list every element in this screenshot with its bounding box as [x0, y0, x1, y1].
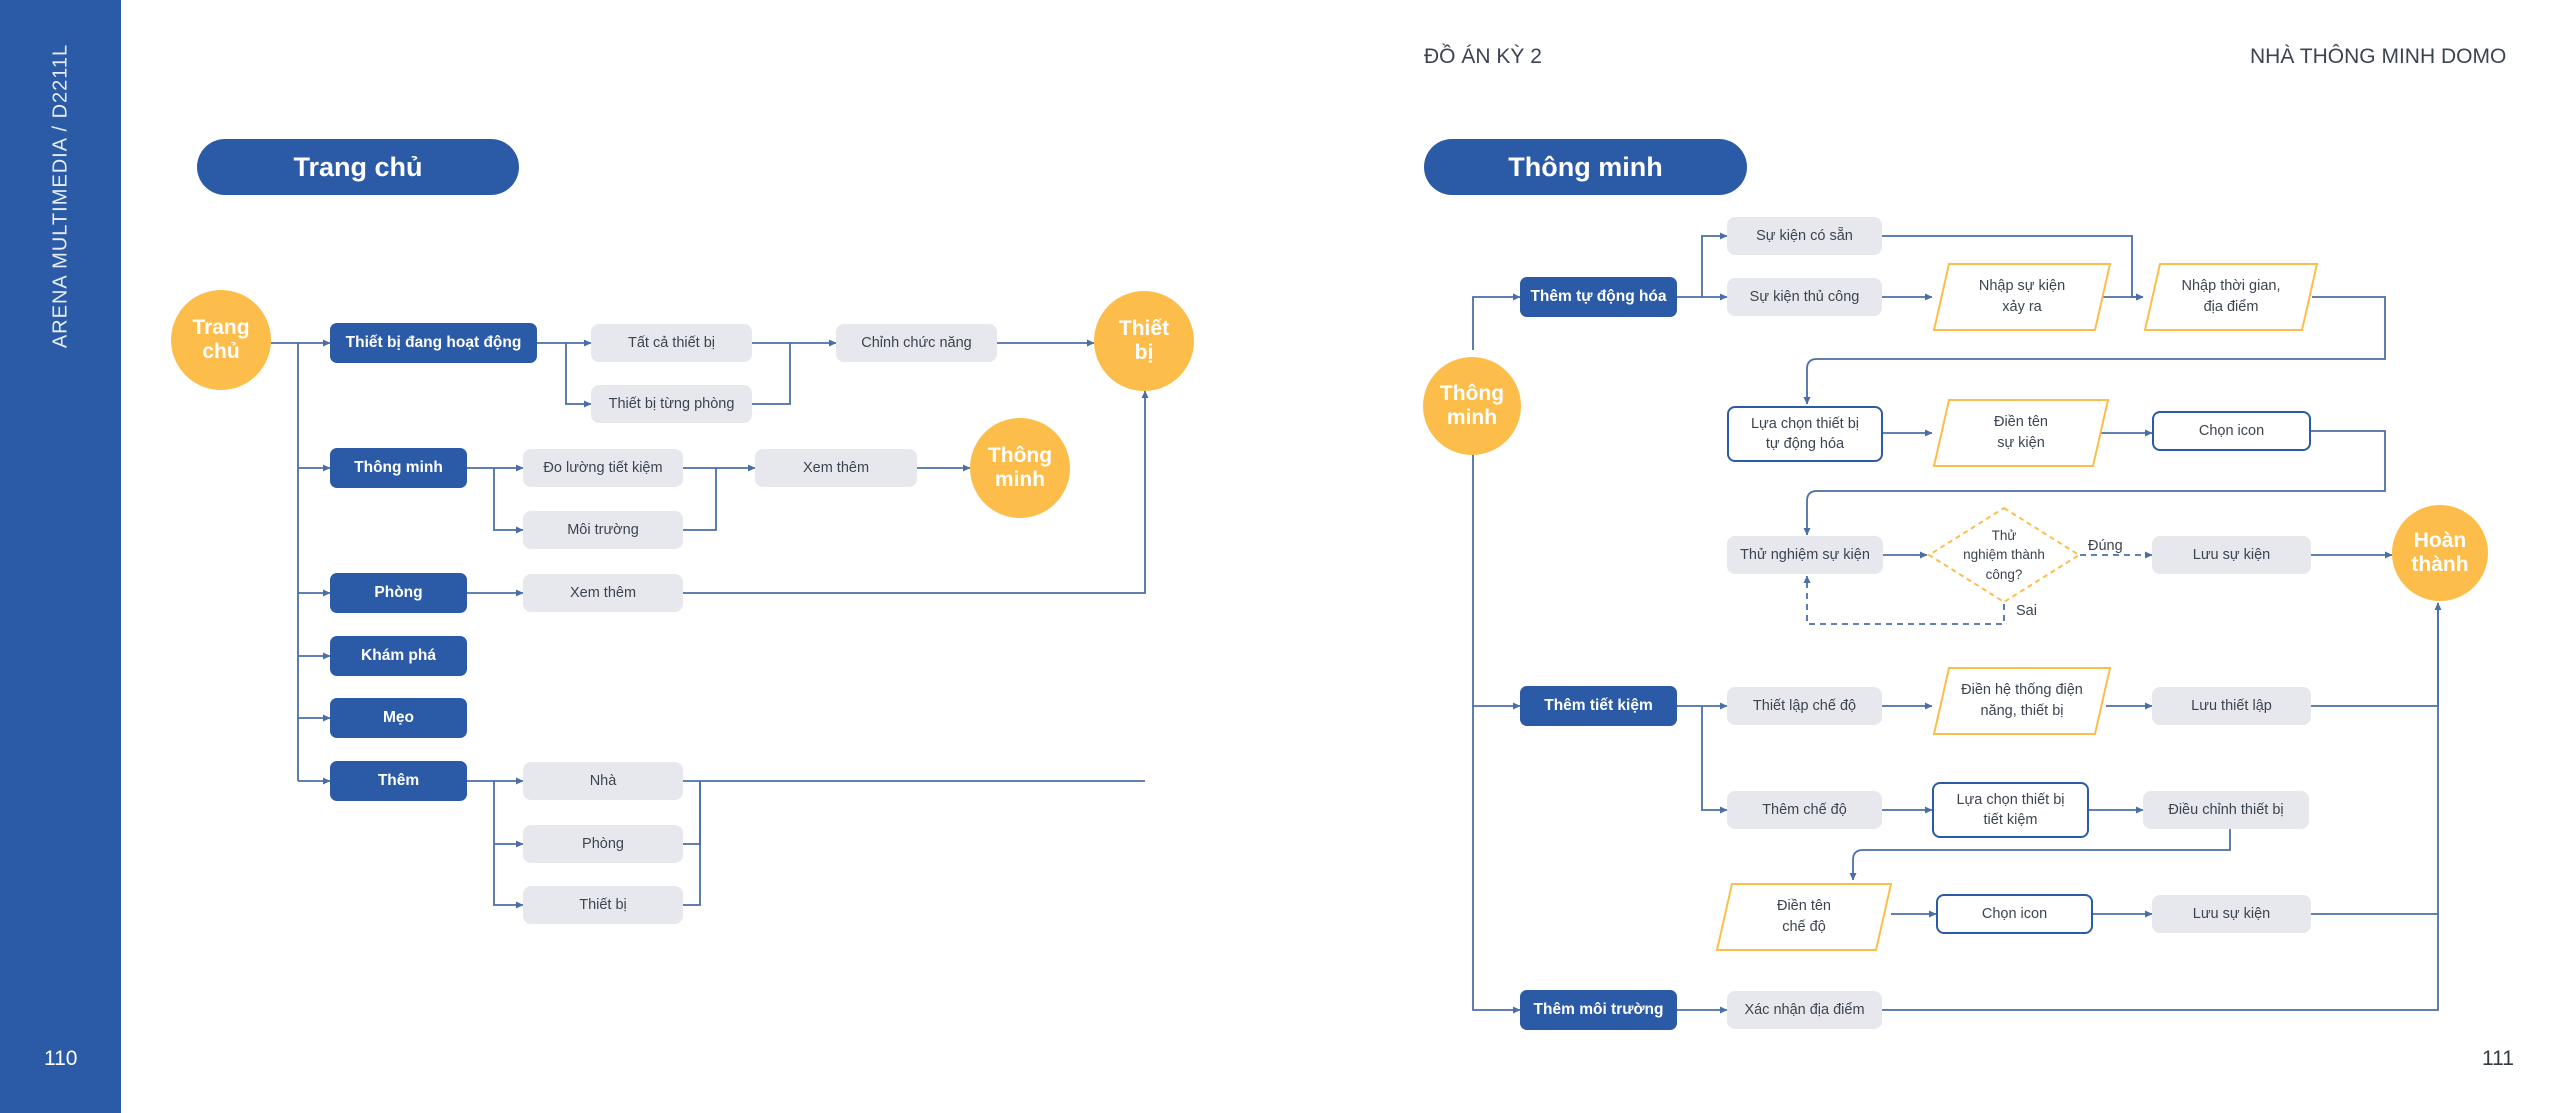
parallelogram-input-event [1932, 263, 2112, 331]
node-save-event-saving: Lưu sự kiện [2152, 895, 2311, 933]
node-home: Nhà [523, 762, 683, 800]
page-number-right: 111 [2482, 1047, 2514, 1070]
header-right-text: NHÀ THÔNG MINH DOMO [2250, 45, 2507, 68]
node-save-setup: Lưu thiết lập [2152, 687, 2311, 725]
node-confirm-location: Xác nhận địa điểm [1727, 991, 1882, 1029]
node-choose-icon-automation: Chọn icon [2152, 411, 2311, 451]
sidebar: ARENA MULTIMEDIA / D2211L 110 [0, 0, 121, 1113]
parallelogram-enter-event-name [1932, 399, 2110, 467]
parallelogram-fill-power-system [1932, 667, 2112, 735]
node-see-more-rooms: Xem thêm [523, 574, 683, 612]
node-all-devices: Tất cả thiết bị [591, 324, 752, 362]
parallelogram-input-time-place [2143, 263, 2319, 331]
node-enter-mode-name: Điền tên chế độ [1776, 897, 1831, 935]
node-input-event: Nhập sự kiện xảy ra [1978, 277, 2066, 315]
node-measure-saving: Đo lường tiết kiệm [523, 449, 683, 487]
node-choose-saving-device: Lựa chọn thiết bị tiết kiệm [1932, 782, 2089, 838]
branch-more: Thêm [330, 761, 467, 801]
branch-smart: Thông minh [330, 448, 467, 488]
branch-rooms: Phòng [330, 573, 467, 613]
branch-active-devices: Thiết bị đang hoạt động [330, 323, 537, 363]
root-home-circle: Trang chủ [171, 290, 271, 390]
node-see-more-smart: Xem thêm [755, 449, 917, 487]
node-adjust-device: Điều chỉnh thiết bị [2143, 791, 2309, 829]
node-device: Thiết bị [523, 886, 683, 924]
decision-diamond [1927, 506, 2081, 604]
node-add-mode: Thêm chế độ [1727, 791, 1882, 829]
node-decision: Thử nghiệm thành công? [1963, 527, 2045, 582]
branch-tips: Mẹo [330, 698, 467, 738]
node-choose-icon-saving: Chọn icon [1936, 894, 2093, 934]
end-done-circle: Hoàn thành [2392, 505, 2488, 601]
node-test-event: Thử nghiệm sự kiện [1727, 536, 1883, 574]
node-choose-auto-device: Lựa chọn thiết bị tự động hóa [1727, 406, 1883, 462]
title-home-pill: Trang chủ [197, 139, 519, 195]
node-environment: Môi trường [523, 511, 683, 549]
branch-add-automation: Thêm tự động hóa [1520, 277, 1677, 317]
header-left-text: ĐỒ ÁN KỲ 2 [1424, 45, 1542, 68]
node-setup-mode: Thiết lập chế độ [1727, 687, 1882, 725]
branch-add-saving: Thêm tiết kiệm [1520, 686, 1677, 726]
node-room: Phòng [523, 825, 683, 863]
page-number-left: 110 [44, 1047, 78, 1070]
end-smart-circle: Thông minh [970, 418, 1070, 518]
label-no: Sai [2016, 603, 2037, 619]
root-smart-circle: Thông minh [1423, 357, 1521, 455]
node-fill-power-system: Điền hệ thống điện năng, thiết bị [1961, 681, 2083, 719]
title-smart-pill: Thông minh [1424, 139, 1747, 195]
branch-add-environment: Thêm môi trường [1520, 990, 1677, 1030]
node-save-event-automation: Lưu sự kiện [2152, 536, 2311, 574]
parallelogram-enter-mode-name [1715, 883, 1893, 951]
node-input-time-place: Nhập thời gian, địa điểm [2181, 277, 2281, 315]
node-adjust-function: Chỉnh chức năng [836, 324, 997, 362]
label-yes: Đúng [2088, 538, 2123, 554]
node-preset-event: Sự kiện có sẵn [1727, 217, 1882, 255]
node-enter-event-name: Điền tên sự kiện [1993, 413, 2048, 451]
node-manual-event: Sự kiện thủ công [1727, 278, 1882, 316]
node-devices-by-room: Thiết bị từng phòng [591, 385, 752, 423]
end-device-circle: Thiết bị [1094, 291, 1194, 391]
branch-explore: Khám phá [330, 636, 467, 676]
